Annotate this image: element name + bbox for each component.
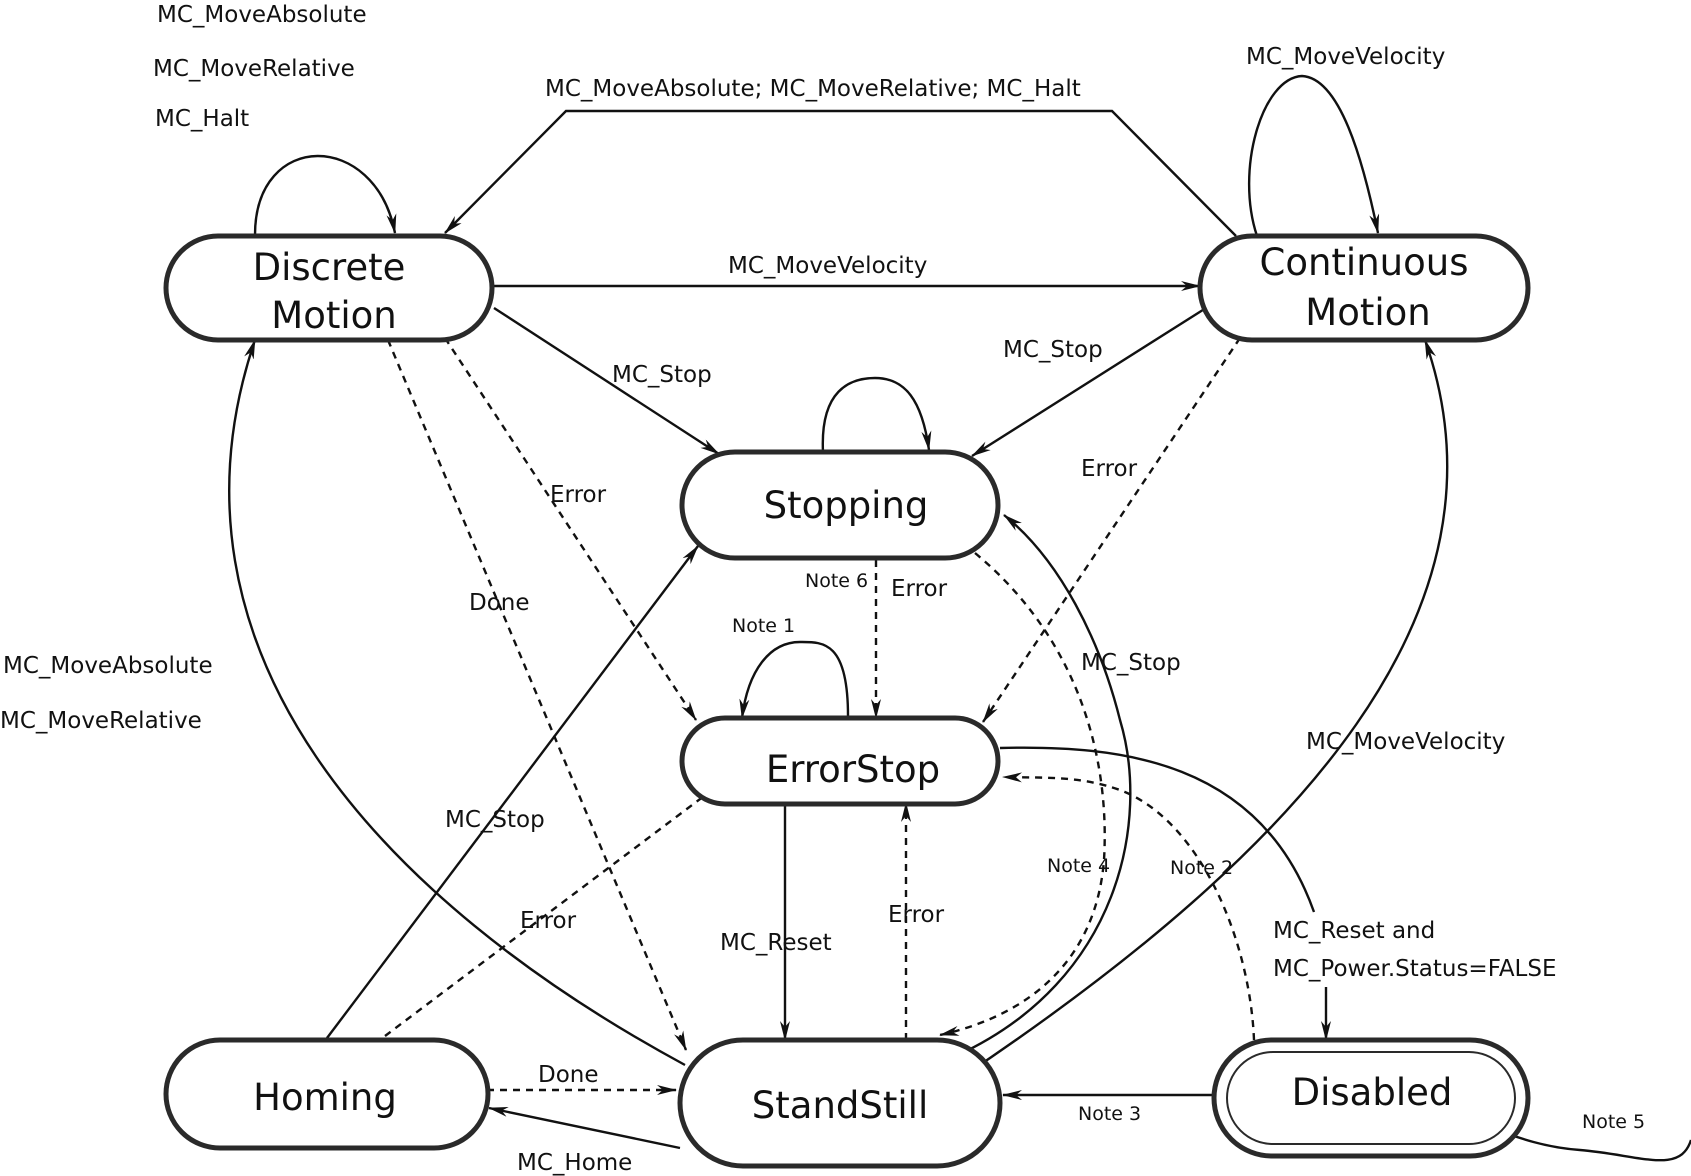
label-discrete-done: Done [469,590,530,616]
edge-discrete-to-stopping [493,306,720,456]
label-continuous-error: Error [1081,456,1138,482]
state-discrete-motion-label-1: Discrete [253,246,406,289]
edge-standstill-stop [957,514,1132,1057]
state-continuous-motion-label-2: Motion [1305,291,1430,334]
label-discrete-self-3: MC_Halt [155,106,249,132]
edge-continuous-to-discrete [444,109,1237,237]
state-disabled[interactable]: Disabled [1211,1037,1531,1159]
label-continuous-to-discrete: MC_MoveAbsolute; MC_MoveRelative; MC_Hal… [545,76,1081,102]
state-standstill[interactable]: StandStill [677,1037,1003,1169]
label-continuous-to-stopping: MC_Stop [1003,337,1103,363]
label-note1: Note 1 [732,615,795,637]
label-reset-power-2: MC_Power.Status=FALSE [1273,956,1557,982]
label-discrete-error: Error [550,482,607,508]
state-errorstop-label: ErrorStop [766,748,940,791]
state-stopping-label: Stopping [764,484,929,527]
state-standstill-label: StandStill [752,1084,928,1127]
label-standstill-error: Error [888,902,945,928]
state-errorstop[interactable]: ErrorStop [679,715,1001,807]
edge-continuous-self [1247,74,1380,237]
label-reset-power-1: MC_Reset and [1273,918,1435,944]
label-standstill-to-discrete-1: MC_MoveAbsolute [3,653,213,679]
label-discrete-self-1: MC_MoveAbsolute [157,2,367,28]
state-discrete-motion[interactable]: Discrete Motion [163,233,495,343]
label-standstill-stop: MC_Stop [1081,650,1181,676]
label-standstill-to-discrete-2: MC_MoveRelative [0,708,202,734]
label-discrete-self-2: MC_MoveRelative [153,56,355,82]
edge-discrete-done [386,339,688,1051]
label-note4: Note 4 [1047,855,1110,877]
label-note5: Note 5 [1582,1111,1645,1133]
state-disabled-label: Disabled [1292,1071,1453,1114]
state-discrete-motion-label-2: Motion [271,294,396,337]
state-continuous-motion-label-1: Continuous [1260,241,1469,284]
state-homing-label: Homing [253,1076,397,1119]
edge-standstill-to-continuous [964,339,1449,1076]
state-stopping[interactable]: Stopping [679,449,1001,561]
edge-discrete-error [443,337,698,721]
edge-homing-error [384,777,729,1037]
label-stopping-error: Error [891,576,948,602]
label-discrete-to-continuous: MC_MoveVelocity [728,253,927,279]
edge-standstill-to-discrete [228,339,686,1067]
label-note6: Note 6 [805,570,868,592]
edge-errorstop-self [739,640,850,719]
label-homing-stop: MC_Stop [445,807,545,833]
edge-note2 [1002,772,1256,1041]
label-homing-done: Done [538,1062,599,1088]
state-continuous-motion[interactable]: Continuous Motion [1197,233,1531,343]
edge-stopping-self [821,376,932,453]
label-reset: MC_Reset [720,930,832,956]
label-continuous-self: MC_MoveVelocity [1246,44,1445,70]
label-note2: Note 2 [1170,857,1233,879]
edge-home [488,1106,681,1150]
edge-discrete-self [253,154,397,236]
edge-homing-to-stopping [326,545,699,1039]
label-homing-error: Error [520,908,577,934]
edge-reset-power [999,746,1316,913]
label-discrete-to-stopping: MC_Stop [612,362,712,388]
label-home: MC_Home [517,1150,632,1176]
label-note3: Note 3 [1078,1103,1141,1125]
state-homing[interactable]: Homing [163,1037,491,1151]
edge-continuous-to-stopping [971,306,1207,458]
label-standstill-to-continuous: MC_MoveVelocity [1306,729,1505,755]
